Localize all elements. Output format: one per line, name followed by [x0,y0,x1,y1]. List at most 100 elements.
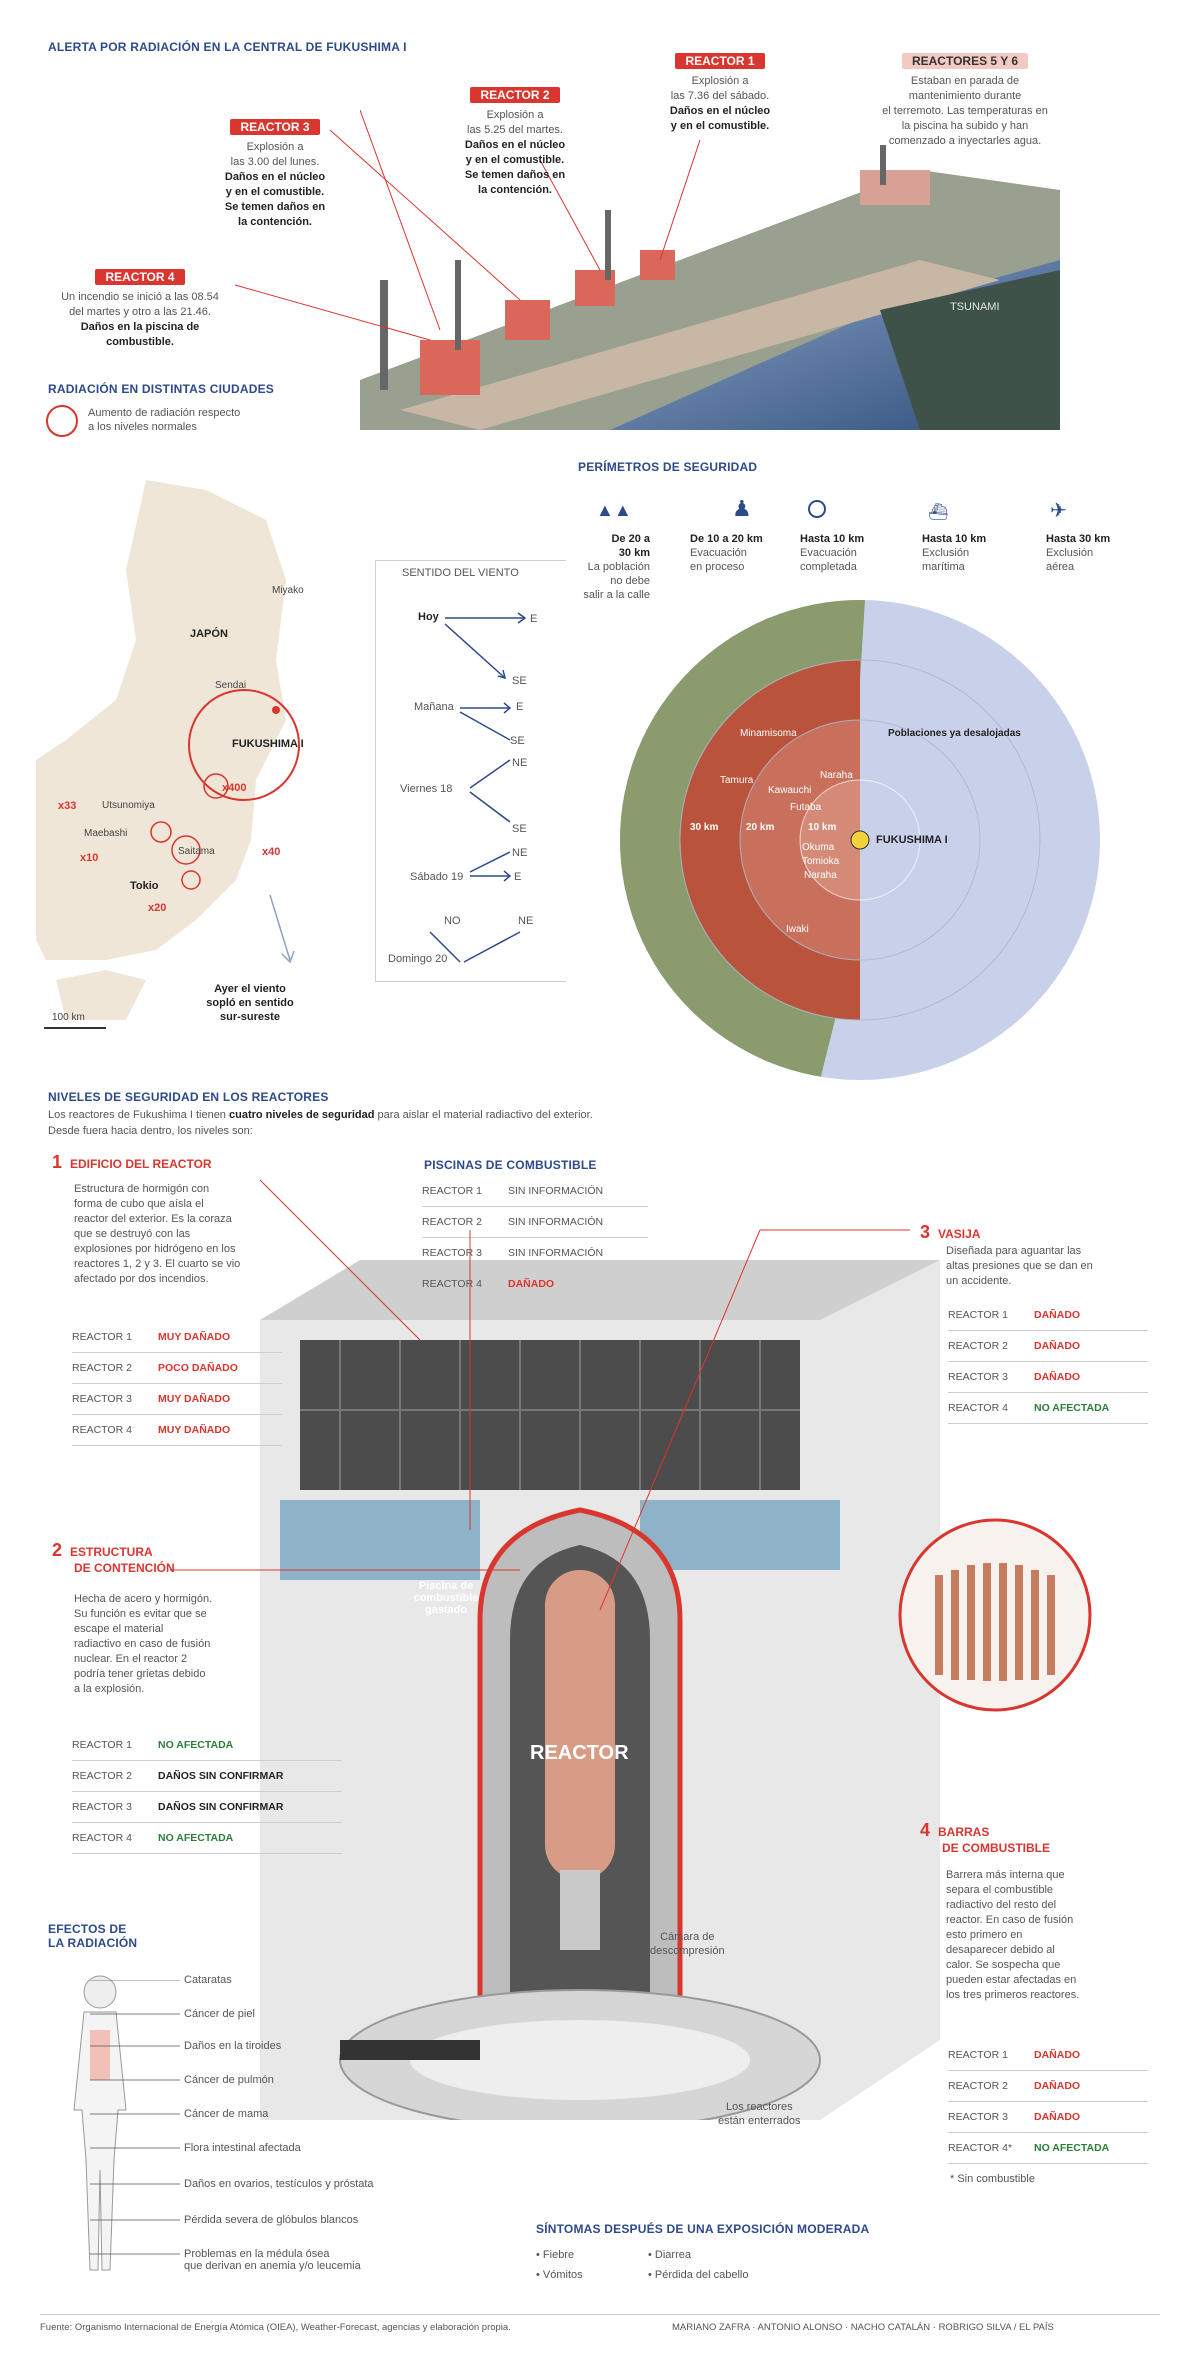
wind-dir-se2: SE [510,735,525,747]
effect-mama: Cáncer de mama [184,2108,269,2120]
value-fukushima: x400 [222,782,247,794]
wind-dir-ne2: NE [512,847,528,859]
japan-map [36,460,366,1040]
map-r30: 30 km [690,822,719,833]
city-fukushima: FUKUSHIMA I [232,738,304,750]
value-saitama: x40 [262,846,281,858]
effect-cataratas: Cataratas [184,1974,232,1986]
footer-credits: MARIANO ZAFRA · ANTONIO ALONSO · NACHO C… [672,2322,1054,2333]
body-silhouette [73,1975,127,2271]
reactor4-note: REACTOR 4 Un incendio se inició a las 08… [61,269,219,348]
map-minamisoma: Minamisoma [740,728,797,739]
value-utsunomiya: x33 [58,800,77,812]
map-tamura: Tamura [720,775,754,786]
page-title: ALERTA POR RADIACIÓN EN LA CENTRAL DE FU… [48,40,407,54]
map-naraha: Naraha [820,770,853,781]
symptoms-title: SÍNTOMAS DESPUÉS DE UNA EXPOSICIÓN MODER… [536,2222,870,2236]
cities-title: RADIACIÓN EN DISTINTAS CIUDADES [48,382,274,396]
plane-icon: ✈ [1050,500,1067,522]
wind-day-friday: Viernes 18 [400,783,453,795]
levels-intro-2: Desde fuera hacia dentro, los niveles so… [48,1125,253,1137]
country-label: JAPÓN [190,628,228,640]
wind-dir-e2: E [516,701,524,713]
effects-leaders [90,1980,180,2255]
value-maebashi: x10 [80,852,99,864]
map-kawauchi: Kawauchi [768,785,812,796]
map-r10: 10 km [808,822,837,833]
map-tomioka: Tomioka [802,856,840,867]
wind-dir-se1: SE [512,675,527,687]
person-icon: ♟ [732,496,752,521]
map-scale: 100 km [52,1012,85,1023]
table-row: REACTOR 4*NO AFECTADA [948,2133,1148,2164]
symptom-vomitos: • Vómitos [536,2269,583,2281]
zone-map [620,600,1100,1080]
level4-footnote: * Sin combustible [950,2173,1035,2185]
wind-dir-se3: SE [512,823,527,835]
pools-title: PISCINAS DE COMBUSTIBLE [424,1158,597,1172]
wind-day-sunday: Domingo 20 [388,953,448,965]
map-naraha2: Naraha [804,870,837,881]
levels-intro: Los reactores de Fukushima I tienen cuat… [48,1109,593,1121]
wind-panel [375,560,566,982]
perimeters-title: PERÍMETROS DE SEGURIDAD [578,460,758,474]
wind-arrows [429,612,527,963]
wind-dir-no: NO [444,915,461,927]
map-okuma: Okuma [802,842,835,853]
wind-dir-e3: E [514,871,522,883]
reactor-leaders [234,129,701,341]
footer-source: Fuente: Organismo Internacional de Energ… [40,2322,511,2333]
ship-icon: ⛴ [928,504,949,521]
legend-circle-icon [46,405,78,437]
effect-flora: Flora intestinal afectada [184,2142,301,2154]
wind-day-saturday: Sábado 19 [410,871,464,883]
symptom-cabello: • Pérdida del cabello [648,2269,749,2281]
plant-illustration: TSUNAMI [360,110,1060,430]
wind-day-today: Hoy [418,611,439,623]
wind-dir-ne1: NE [512,757,528,769]
value-tokio: x20 [148,902,167,914]
city-sendai: Sendai [215,680,247,691]
map-pop-label: Poblaciones ya desalojadas [888,728,1021,739]
city-utsunomiya: Utsunomiya [102,800,155,811]
map-iwaki: Iwaki [786,924,809,935]
effect-pulmon: Cáncer de pulmón [184,2074,274,2086]
levels-title: NIVELES DE SEGURIDAD EN LOS REACTORES [48,1090,329,1104]
symptom-diarrea: • Diarrea [648,2249,691,2261]
city-miyako: Miyako [272,585,304,596]
